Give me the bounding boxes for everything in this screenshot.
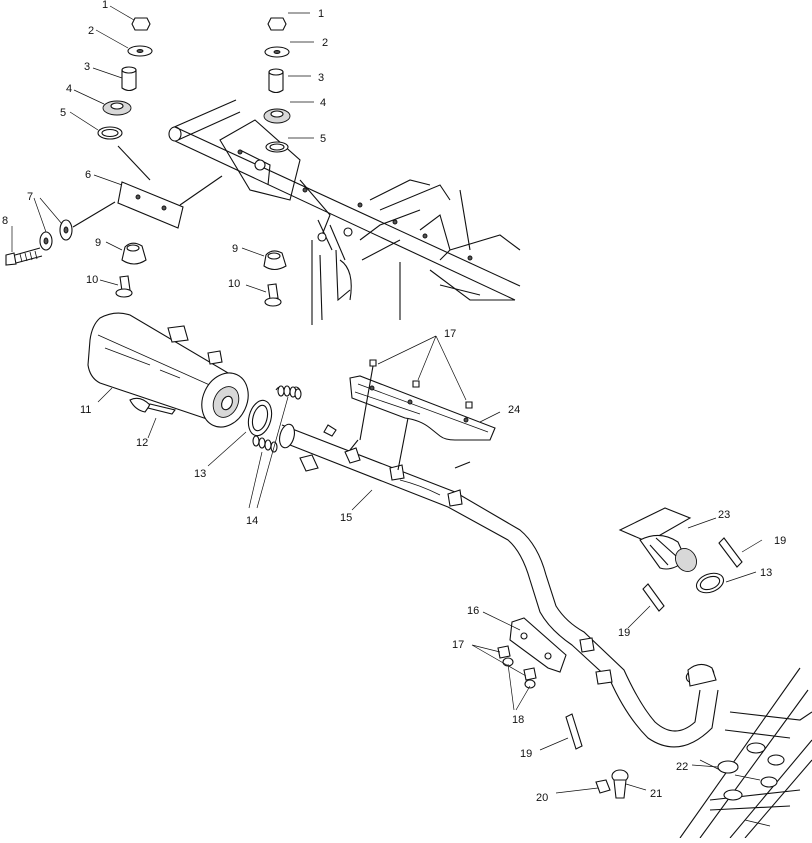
nut-part-1-left bbox=[131, 17, 151, 31]
springs-and-gasket bbox=[247, 385, 302, 453]
callout-5-left: 5 bbox=[60, 107, 66, 119]
callout-13-left: 13 bbox=[194, 468, 206, 480]
callout-1-left: 1 bbox=[102, 0, 108, 11]
callout-4-left: 4 bbox=[66, 83, 72, 95]
left-hardware-stack bbox=[5, 17, 223, 298]
callout-19-lower: 19 bbox=[520, 748, 532, 760]
callout-23: 23 bbox=[718, 509, 730, 521]
callout-7: 7 bbox=[27, 191, 33, 203]
exhaust-pipe-part-15 bbox=[279, 423, 719, 748]
muffler-assembly bbox=[87, 312, 249, 428]
spring-upper-part-14 bbox=[275, 385, 302, 400]
callout-12: 12 bbox=[136, 437, 148, 449]
muffler-bracket-part-12 bbox=[129, 397, 151, 413]
heat-shield-part-24 bbox=[349, 359, 496, 471]
callout-24: 24 bbox=[508, 404, 520, 416]
spring-19-lower bbox=[565, 713, 583, 750]
callout-3-right: 3 bbox=[318, 72, 324, 84]
spacer-part-3-left bbox=[121, 69, 137, 92]
callout-3-left: 3 bbox=[84, 61, 90, 73]
callout-2-left: 2 bbox=[88, 25, 94, 37]
lower-frame-part-22 bbox=[679, 667, 812, 839]
callout-17-upper: 17 bbox=[444, 328, 456, 340]
callout-21: 21 bbox=[650, 788, 662, 800]
fasteners-20-21 bbox=[595, 769, 629, 799]
bracket-part-6 bbox=[117, 181, 184, 229]
callout-9-left: 9 bbox=[95, 237, 101, 249]
callout-8: 8 bbox=[2, 215, 8, 227]
callout-11: 11 bbox=[80, 404, 91, 416]
stud-part-10-right bbox=[267, 283, 279, 300]
nut-part-20 bbox=[595, 779, 611, 794]
leader-lines bbox=[11, 5, 763, 794]
spring-19-middle bbox=[642, 583, 665, 612]
callout-10-left: 10 bbox=[86, 274, 98, 286]
callout-18: 18 bbox=[512, 714, 524, 726]
nut-part-17-lower-a bbox=[497, 645, 511, 659]
bracket-part-16 bbox=[497, 617, 567, 689]
callout-14: 14 bbox=[246, 515, 258, 527]
bolt-part-8 bbox=[5, 252, 17, 266]
nut-part-1-right bbox=[267, 17, 287, 31]
callout-16: 16 bbox=[467, 605, 479, 617]
right-hardware-stack bbox=[263, 17, 291, 307]
spring-lower-part-14 bbox=[252, 435, 278, 453]
nut-part-17-lower-b bbox=[523, 667, 537, 681]
callout-labels: 1 1 2 2 3 3 4 4 5 5 6 7 8 9 9 10 10 11 1… bbox=[2, 0, 786, 804]
callout-19-middle: 19 bbox=[618, 627, 630, 639]
spring-19-right bbox=[718, 537, 743, 568]
muffler-body bbox=[87, 312, 241, 421]
callout-22: 22 bbox=[676, 761, 688, 773]
callout-9-right: 9 bbox=[232, 243, 238, 255]
callout-1-right: 1 bbox=[318, 8, 324, 20]
callout-17-lower: 17 bbox=[452, 639, 464, 651]
flange-part-23 bbox=[618, 507, 725, 594]
callout-15: 15 bbox=[340, 512, 352, 524]
spacer-part-3-right bbox=[268, 71, 284, 94]
callout-10-right: 10 bbox=[228, 278, 240, 290]
vehicle-frame bbox=[168, 99, 521, 325]
callout-6: 6 bbox=[85, 169, 91, 181]
callout-13-right: 13 bbox=[760, 567, 772, 579]
callout-20: 20 bbox=[536, 792, 548, 804]
callout-4-right: 4 bbox=[320, 97, 326, 109]
springs-part-19 bbox=[565, 537, 743, 750]
callout-19-right: 19 bbox=[774, 535, 786, 547]
callout-5-right: 5 bbox=[320, 133, 326, 145]
callout-2-right: 2 bbox=[322, 37, 328, 49]
muffler-tab bbox=[167, 325, 189, 343]
